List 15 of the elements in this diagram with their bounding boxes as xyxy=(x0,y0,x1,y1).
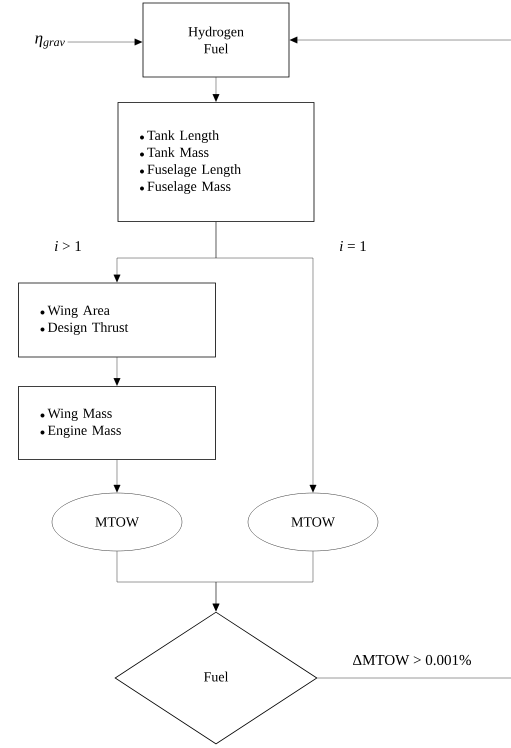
edge-label: ΔMTOW > 0.001% xyxy=(351,654,473,666)
arrow xyxy=(67,38,142,46)
arrow xyxy=(114,460,120,492)
edge-label: i = 1 xyxy=(338,240,368,252)
arrow xyxy=(216,222,316,492)
list-box: Tank Length Tank Mass Fuselage Length Fuselage Mass xyxy=(118,102,314,222)
arrow xyxy=(114,357,120,386)
symbol-label: η$_{grav}$ xyxy=(35,35,65,49)
arrow xyxy=(290,36,511,44)
arrow xyxy=(212,551,314,612)
arrow xyxy=(212,77,220,102)
list-box: Wing Area Design Thrust xyxy=(18,282,216,358)
process-box: Hydrogen Fuel xyxy=(142,2,290,78)
edge-label: i > 1 xyxy=(53,240,83,252)
list-box: Wing Mass Engine Mass xyxy=(18,386,216,460)
